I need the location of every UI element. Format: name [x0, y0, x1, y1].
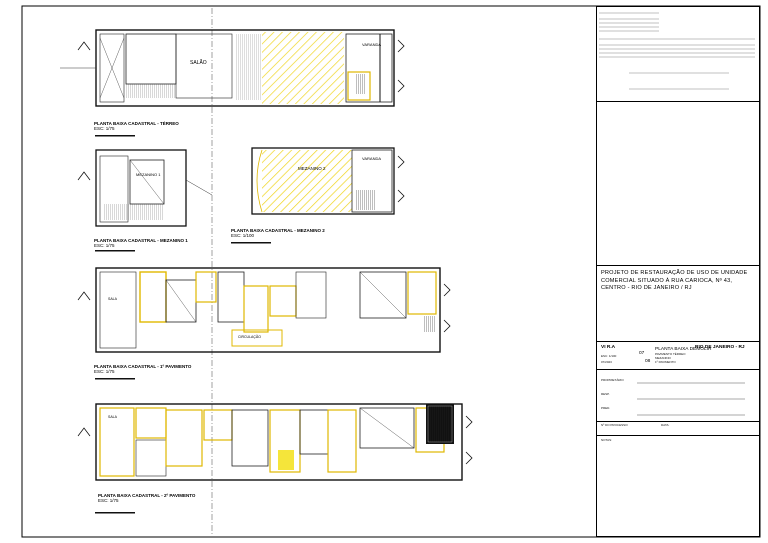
sheet-content-1: PAVIMENTO TÉRREO — [655, 352, 686, 356]
caption-mezanino-2-title: PLANTA BAIXA CADASTRAL - MEZANINO 2 — [231, 228, 325, 233]
sheet-content-2: MEZANINO — [655, 356, 671, 360]
caption-mezanino-1-scale: ESC: 1/75 — [94, 243, 115, 248]
caption-terreo-scale: ESC: 1/75 — [94, 126, 115, 131]
label-processo: Nº DO PROCESSO: — [601, 423, 629, 427]
title-block: PROJETO DE RESTAURAÇÃO DE USO DE UNIDADE… — [596, 6, 760, 537]
room-label-varanda: VARANDA — [362, 42, 382, 47]
notes-lines — [599, 12, 755, 90]
room-label-varanda-2: VARANDA — [362, 156, 382, 161]
caption-2-pavimento-scale: ESC: 1/75 — [98, 498, 119, 503]
label-proprietario: PROPRIETÁRIO — [601, 378, 624, 382]
office: VI R.A — [601, 345, 616, 350]
scale-label: ESC: 1/100 — [601, 354, 617, 358]
room-label-salao: SALÃO — [190, 60, 207, 66]
caption-1-pavimento-title: PLANTA BAIXA CADASTRAL - 1º PAVIMENTO — [94, 364, 192, 369]
sheet-total: 08 — [645, 359, 651, 364]
caption-mezanino-1: PLANTA BAIXA CADASTRAL - MEZANINO 1 ESC:… — [94, 238, 188, 248]
plan-terreo — [60, 29, 405, 107]
room-label-mezanino-2: MEZANINO 2 — [298, 166, 326, 171]
label-resp: RESP. — [601, 392, 610, 396]
scale-bars — [95, 135, 271, 514]
caption-mezanino-2: PLANTA BAIXA CADASTRAL - MEZANINO 2 ESC:… — [231, 228, 325, 238]
caption-mezanino-2-scale: ESC: 1/100 — [231, 233, 255, 238]
label-pred: PRED. — [601, 406, 611, 410]
caption-2-pavimento-title: PLANTA BAIXA CADASTRAL - 2º PAVIMENTO — [98, 493, 196, 498]
plan-2-pavimento — [77, 403, 473, 481]
plan-mezanino-2 — [251, 147, 405, 215]
sheet-number: 07 — [639, 351, 645, 356]
project-title: PROJETO DE RESTAURAÇÃO DE USO DE UNIDADE… — [601, 270, 748, 292]
room-label-sala-2: SALA — [108, 415, 117, 419]
room-label-circulacao: CIRCULAÇÃO — [238, 335, 261, 339]
room-label-sala-1: SALA — [108, 297, 117, 301]
caption-1-pavimento: PLANTA BAIXA CADASTRAL - 1º PAVIMENTO ES… — [94, 364, 191, 374]
sheet-frame — [21, 5, 761, 538]
caption-terreo-title: PLANTA BAIXA CADASTRAL - TÉRREO — [94, 121, 179, 126]
city: RIO DE JANEIRO - RJ — [695, 345, 745, 350]
date-label: 07/2023 — [601, 360, 612, 364]
label-data: DATA: — [661, 423, 670, 427]
signature-lines — [637, 382, 745, 416]
room-label-mezanino-1: MEZANINO 1 — [136, 172, 161, 177]
label-notas: NOTAS: — [601, 438, 612, 442]
sheet-content-3: 1º PAVIMENTO — [655, 360, 676, 364]
caption-mezanino-1-title: PLANTA BAIXA CADASTRAL - MEZANINO 1 — [94, 238, 188, 243]
caption-1-pavimento-scale: ESC: 1/75 — [94, 369, 115, 374]
plan-mezanino-1 — [77, 149, 213, 227]
caption-terreo: PLANTA BAIXA CADASTRAL - TÉRREO ESC: 1/7… — [94, 121, 179, 131]
plan-1-pavimento — [77, 267, 451, 353]
caption-2-pavimento: PLANTA BAIXA CADASTRAL - 2º PAVIMENTO ES… — [98, 493, 195, 503]
sheet-title: PLANTA BAIXA DEMOLIR — [655, 347, 712, 352]
